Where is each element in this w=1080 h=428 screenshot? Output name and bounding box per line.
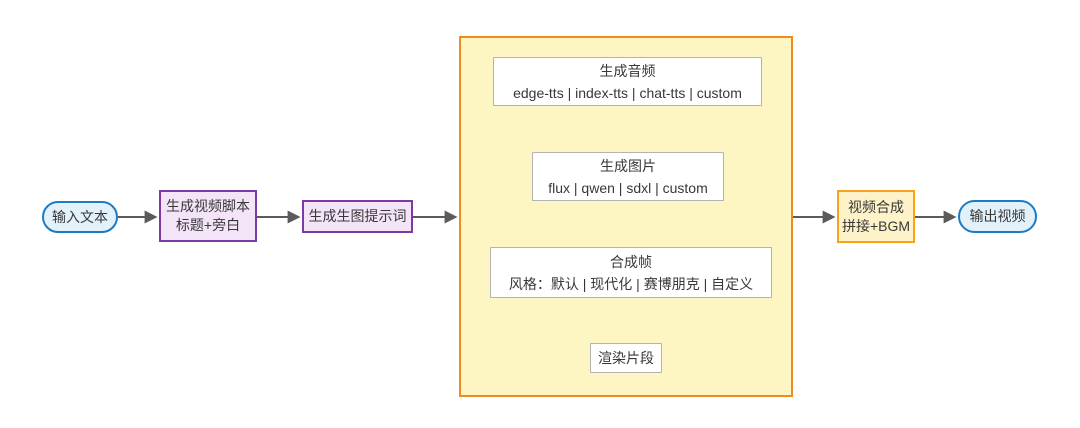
node-compose-frame[interactable]: 合成帧 风格：默认 | 现代化 | 赛博朋克 | 自定义 (490, 247, 772, 298)
node-generate-picture-title: 生成图片 (600, 157, 656, 174)
node-generate-audio-title: 生成音频 (599, 62, 656, 79)
node-compose-frame-title: 合成帧 (610, 253, 652, 270)
node-video-compose-title: 视频合成 (848, 198, 904, 215)
node-render-clip-label: 渲染片段 (598, 350, 654, 366)
node-render-clip[interactable]: 渲染片段 (590, 343, 662, 373)
node-generate-script-title: 生成视频脚本 (166, 198, 250, 214)
node-generate-script-subtitle: 标题+旁白 (175, 217, 241, 233)
node-compose-frame-options: 风格：默认 | 现代化 | 赛博朋克 | 自定义 (508, 275, 754, 292)
node-input-text-label: 输入文本 (52, 208, 108, 225)
node-video-compose-subtitle: 拼接+BGM (841, 217, 911, 234)
node-generate-audio-options: edge-tts | index-tts | chat-tts | custom (513, 84, 742, 101)
node-input-text[interactable]: 输入文本 (42, 201, 118, 233)
node-generate-picture[interactable]: 生成图片 flux | qwen | sdxl | custom (532, 152, 724, 201)
node-video-compose[interactable]: 视频合成 拼接+BGM (837, 190, 915, 243)
node-output-video-label: 输出视频 (969, 208, 1026, 224)
node-output-video[interactable]: 输出视频 (958, 200, 1037, 233)
node-generate-picture-options: flux | qwen | sdxl | custom (548, 179, 708, 196)
node-generate-script[interactable]: 生成视频脚本 标题+旁白 (159, 190, 257, 242)
node-generate-audio[interactable]: 生成音频 edge-tts | index-tts | chat-tts | c… (493, 57, 762, 106)
node-generate-image-prompt-label: 生成生图提示词 (308, 208, 407, 224)
node-generate-image-prompt[interactable]: 生成生图提示词 (302, 200, 413, 233)
